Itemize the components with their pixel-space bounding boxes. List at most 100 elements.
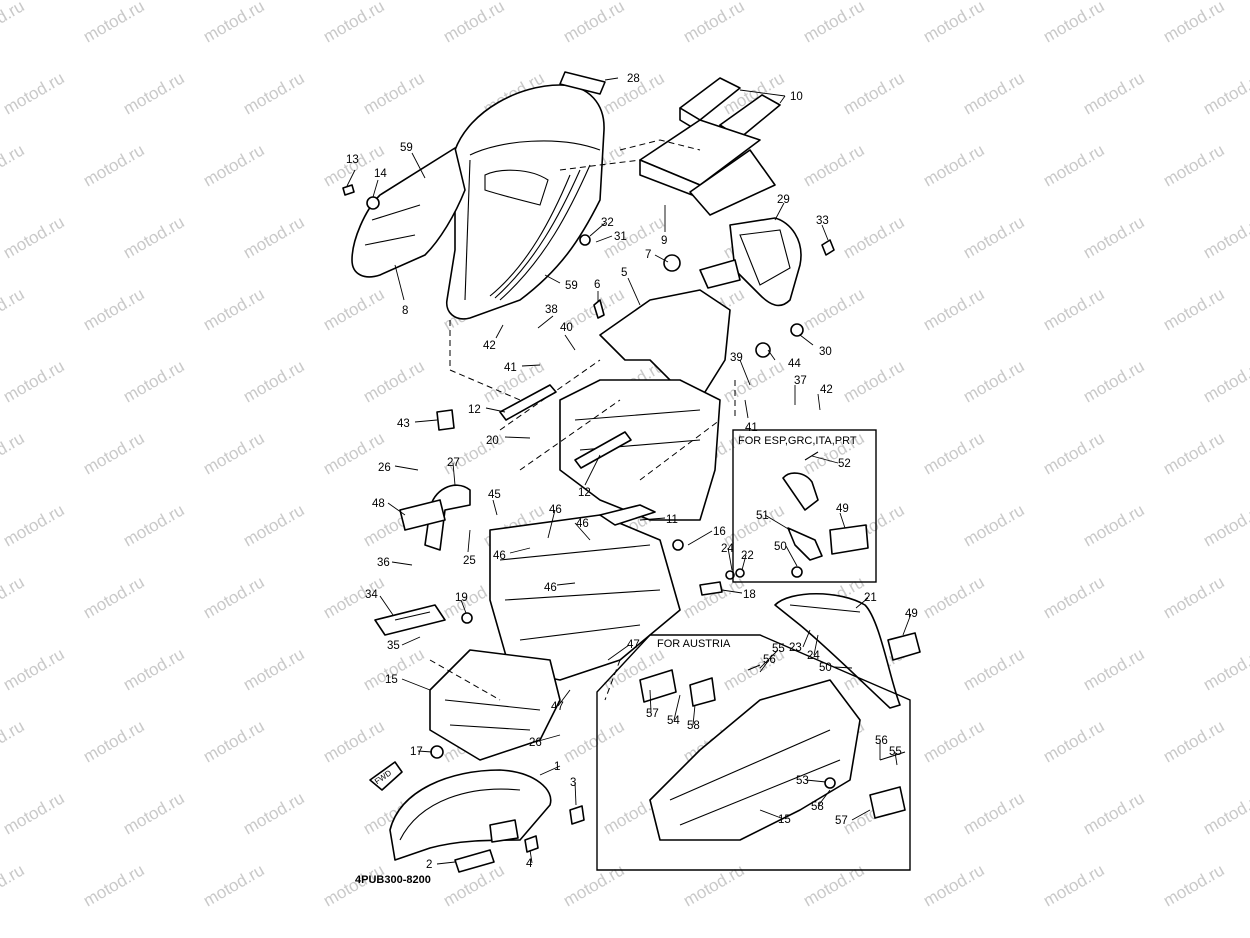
callout-40: 40	[560, 322, 573, 334]
callout-43: 43	[397, 418, 410, 430]
callout-33: 33	[816, 215, 829, 227]
box-esp-title: FOR ESP,GRC,ITA,PRT	[738, 435, 857, 447]
callout-5: 5	[621, 267, 627, 279]
callout-37: 37	[794, 375, 807, 387]
part-49-reflector	[887, 632, 921, 661]
rear-inner-fender	[489, 504, 681, 681]
callout-2: 2	[426, 859, 432, 871]
callout-47-b: 47	[551, 701, 564, 713]
callout-30: 30	[819, 346, 832, 358]
callout-36: 36	[377, 557, 390, 569]
part-1-front-fender	[389, 769, 552, 861]
assembly-lines	[429, 139, 736, 701]
callout-38: 38	[545, 304, 558, 316]
part-10-blocks	[639, 77, 781, 216]
callout-26-b: 26	[529, 737, 542, 749]
callout-4: 4	[526, 858, 533, 870]
callout-20: 20	[486, 435, 499, 447]
callout-41-b: 41	[745, 422, 758, 434]
callout-46-b: 46	[549, 504, 562, 516]
callout-17: 17	[410, 746, 423, 758]
fwd-arrow	[369, 761, 403, 791]
callout-27: 27	[447, 457, 460, 469]
callout-59-a: 59	[400, 142, 413, 154]
callout-57-a: 57	[646, 708, 659, 720]
callout-3: 3	[570, 777, 576, 789]
callout-42-a: 42	[483, 340, 496, 352]
box-austria-title: FOR AUSTRIA	[657, 638, 731, 650]
callout-55-b: 55	[889, 746, 902, 758]
callout-8: 8	[402, 305, 408, 317]
callout-50-a: 50	[819, 662, 832, 674]
callout-31: 31	[614, 231, 627, 243]
part-48-cover	[399, 499, 446, 531]
callout-55-a: 55	[772, 643, 785, 655]
callout-50-b: 50	[774, 541, 787, 553]
callout-35: 35	[387, 640, 400, 652]
callout-14: 14	[374, 168, 387, 180]
callout-26-a: 26	[378, 462, 391, 474]
part-21-rear-fender	[774, 593, 901, 709]
callout-56-a: 56	[763, 654, 776, 666]
callout-11: 11	[666, 514, 678, 526]
callout-15-b: 15	[778, 814, 791, 826]
callout-53: 53	[796, 775, 809, 787]
side-cover-left	[351, 147, 466, 278]
callout-46-d: 46	[544, 582, 557, 594]
callout-19: 19	[455, 592, 468, 604]
callout-12-b: 12	[578, 487, 591, 499]
box-austria	[596, 634, 911, 871]
callout-54: 54	[667, 715, 680, 727]
callout-59-b: 59	[565, 280, 578, 292]
callout-39: 39	[730, 352, 743, 364]
callout-51: 51	[756, 510, 769, 522]
callout-18: 18	[743, 589, 756, 601]
callout-numbers: 28 10 13 14 59 59 8 9 32 31 29 33 7 6 5 …	[346, 73, 918, 871]
callout-29: 29	[777, 194, 790, 206]
callout-15-a: 15	[385, 674, 398, 686]
callout-47-a: 47	[627, 639, 640, 651]
callout-28: 28	[627, 73, 640, 85]
part-34-bracket	[374, 604, 446, 636]
callout-44: 44	[788, 358, 801, 370]
leader-lines	[346, 77, 912, 865]
callout-57-b: 57	[835, 815, 848, 827]
part-29-taillight-bracket	[699, 217, 802, 307]
callout-16: 16	[713, 526, 726, 538]
callout-6: 6	[594, 279, 600, 291]
callout-24-b: 24	[807, 650, 820, 662]
callout-42-b: 42	[820, 384, 833, 396]
callout-22: 22	[741, 550, 754, 562]
rear-frame	[499, 289, 731, 521]
fasteners	[342, 184, 835, 873]
callout-52: 52	[838, 458, 851, 470]
callout-10: 10	[790, 91, 803, 103]
callout-32: 32	[601, 217, 614, 229]
callout-25: 25	[463, 555, 476, 567]
callout-12-a: 12	[468, 404, 481, 416]
callout-9: 9	[661, 235, 667, 247]
callout-23: 23	[789, 642, 802, 654]
part-15-lower-tray	[429, 649, 561, 761]
callout-24-a: 24	[721, 543, 734, 555]
callout-58-a: 58	[687, 720, 700, 732]
callout-46-c: 46	[576, 518, 589, 530]
callout-21: 21	[864, 592, 877, 604]
drawing-code: 4PUB300-8200	[355, 874, 431, 886]
callout-41-a: 41	[504, 362, 517, 374]
callout-1: 1	[554, 761, 560, 773]
callout-45: 45	[488, 489, 501, 501]
callout-34: 34	[365, 589, 378, 601]
callout-13: 13	[346, 154, 359, 166]
part-28-label-plate	[559, 71, 606, 95]
rear-cowl	[445, 84, 605, 320]
callout-7: 7	[645, 249, 651, 261]
callout-49-b: 49	[836, 503, 849, 515]
box-esp	[732, 429, 877, 583]
callout-48: 48	[372, 498, 385, 510]
callout-49-a: 49	[905, 608, 918, 620]
callout-56-b: 56	[875, 735, 888, 747]
callout-58-b: 58	[811, 801, 824, 813]
part-12-rails	[499, 384, 632, 469]
